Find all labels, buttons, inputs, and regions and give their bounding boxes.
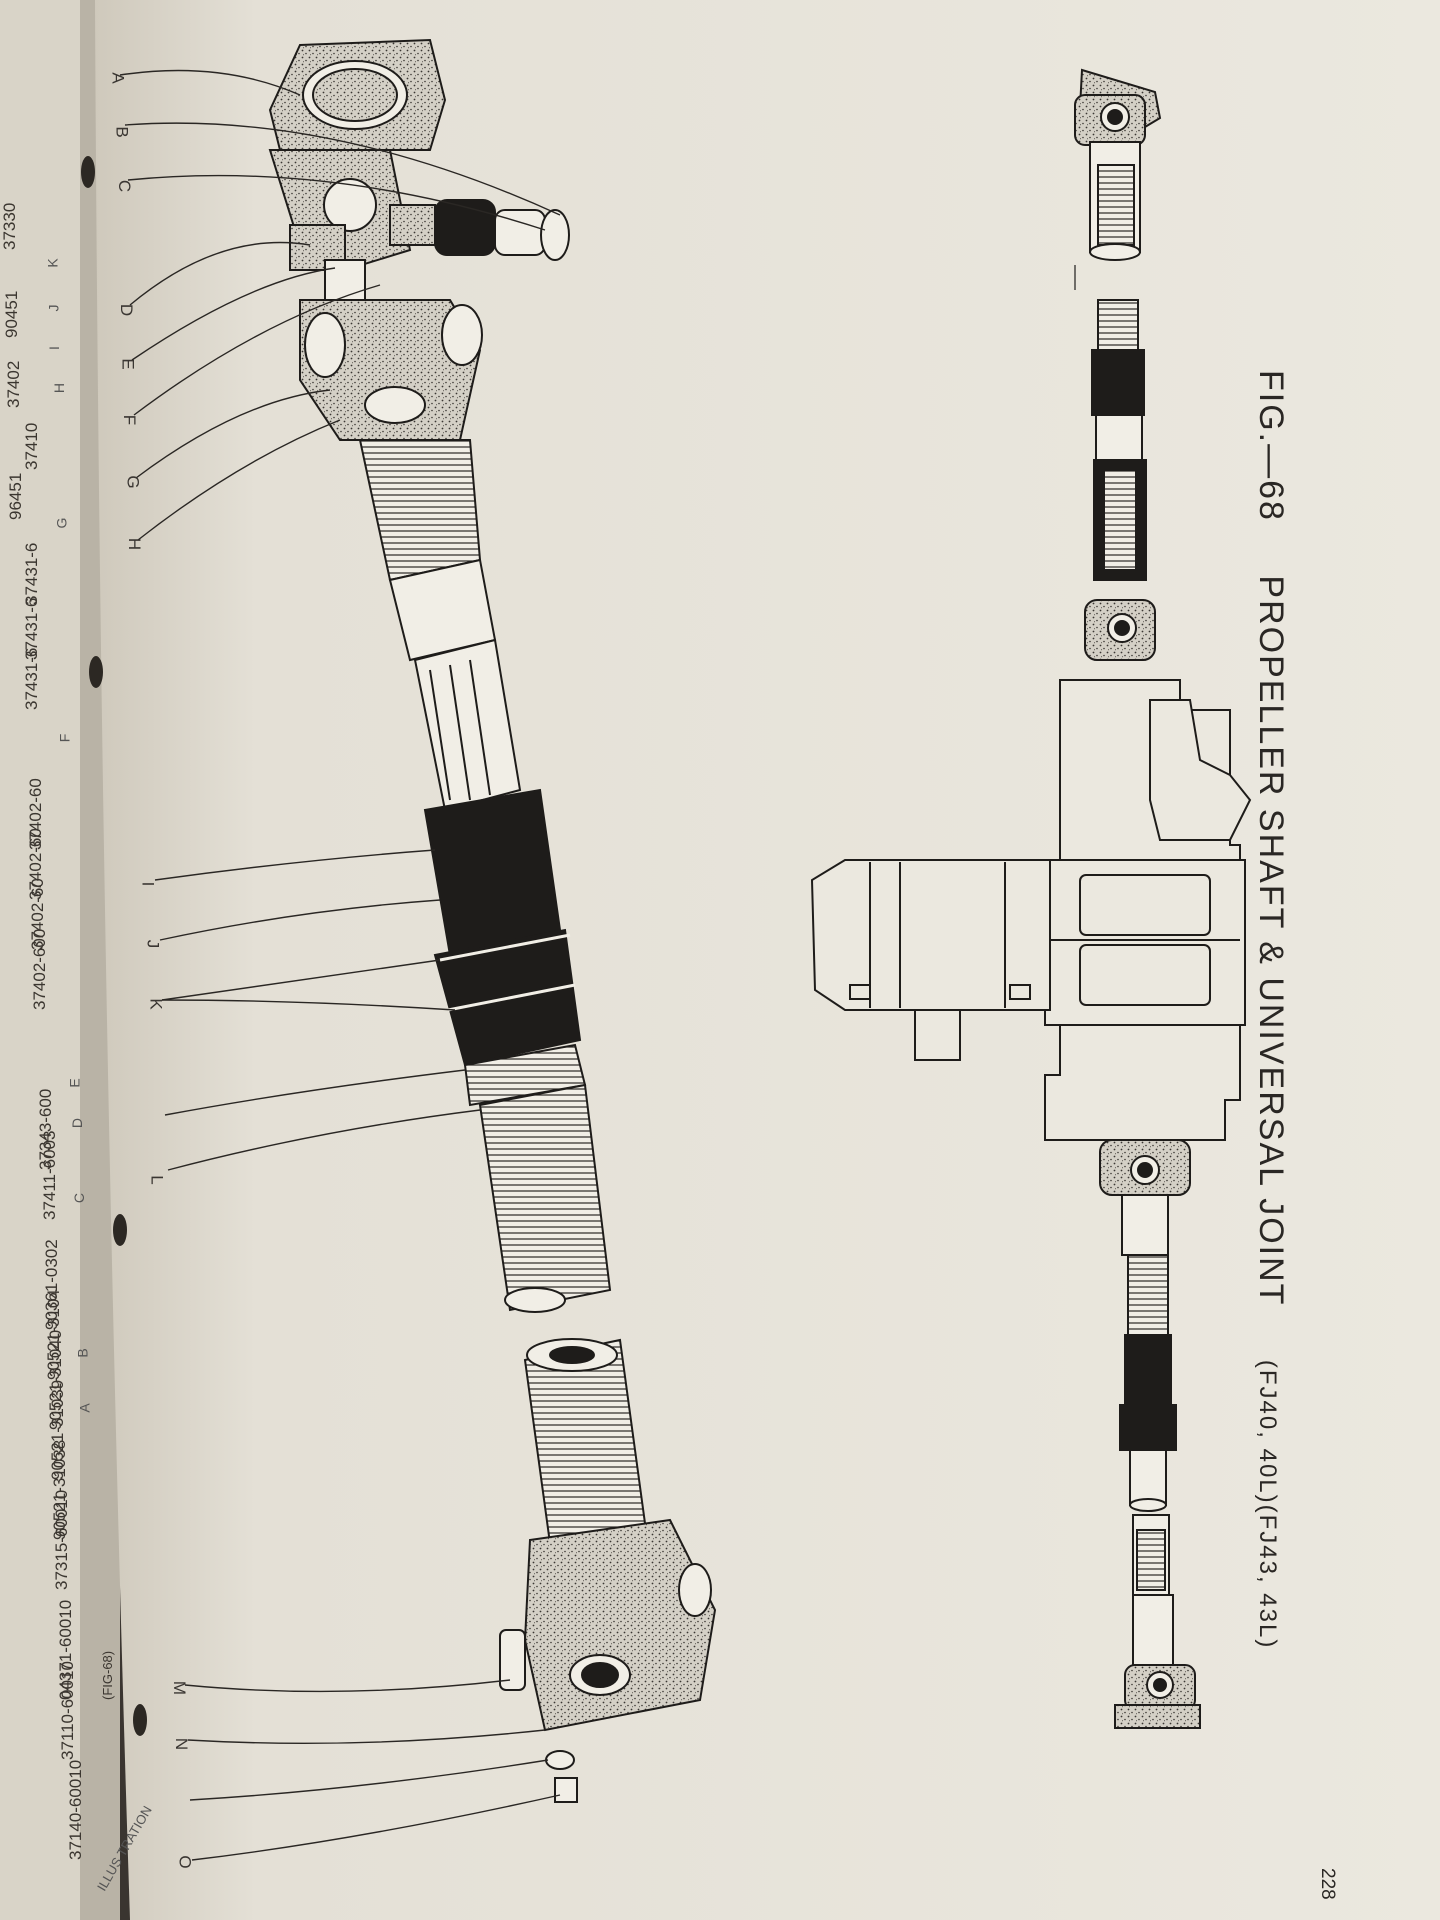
left-part-number: 37140-60010 (66, 1759, 85, 1860)
callout-l: L (147, 1175, 167, 1185)
callout-n: N (172, 1737, 192, 1751)
callout-o: O (175, 1855, 195, 1869)
page-number: 228 (1317, 1868, 1338, 1900)
left-letter-a: A (76, 1403, 93, 1413)
callout-g: G (123, 475, 143, 489)
callout-h: H (125, 537, 145, 551)
left-letter-k: K (44, 258, 61, 268)
callout-a: A (108, 72, 128, 84)
left-letter-j: J (45, 304, 62, 312)
assembled-shaft-illustration (810, 68, 1252, 1729)
left-part-number: 37402-600 (30, 928, 49, 1010)
callout-b: B (112, 126, 132, 138)
left-part-number: 96451 (6, 472, 25, 520)
left-letter-c: C (71, 1192, 88, 1204)
binder-hole (113, 1214, 127, 1246)
callout-f: F (120, 414, 140, 426)
figure-title: FIG.—68 PROPELLER SHAFT & UNIVERSAL JOIN… (1251, 370, 1290, 1649)
callout-j: J (143, 939, 163, 949)
left-part-number: 37411-6003 (40, 1130, 59, 1221)
callout-k: K (146, 998, 166, 1010)
callout-i: I (138, 881, 158, 887)
left-part-number: 37110-60010 (58, 1661, 77, 1760)
figure-models: (FJ40, 40L)(FJ43, 43L) (1254, 1359, 1281, 1650)
binder-hole (133, 1704, 147, 1736)
left-letter-d: D (69, 1117, 86, 1129)
exploded-view-illustration (268, 38, 717, 1803)
callout-c: C (115, 179, 135, 193)
left-letter-e: E (66, 1078, 83, 1088)
leader-lines (119, 69, 561, 1861)
binder-hole (81, 156, 95, 188)
callout-e: E (118, 358, 138, 370)
left-letter-f: F (56, 733, 73, 743)
callout-d: D (117, 303, 137, 317)
left-letter-h: H (51, 382, 68, 394)
left-part-number: 37431-6 (22, 542, 41, 605)
left-part-number: 37330 (0, 202, 19, 250)
left-part-number: 37410 (22, 422, 41, 470)
left-fig-reference: (FIG-68) (100, 1650, 115, 1700)
left-part-number: 37402 (4, 360, 23, 408)
left-letter-g: G (53, 517, 70, 529)
left-part-number: 37315-60010 (52, 1489, 71, 1590)
figure-label: FIG.—68 (1252, 370, 1290, 522)
left-letter-i: I (45, 346, 62, 350)
left-part-number: 37431-6 (22, 647, 41, 710)
left-part-number: 90451 (2, 290, 21, 338)
left-letter-b: B (74, 1348, 91, 1358)
callout-m: M (170, 1680, 190, 1696)
binder-hole (89, 656, 103, 688)
figure-heading: PROPELLER SHAFT & UNIVERSAL JOINT (1252, 575, 1290, 1307)
